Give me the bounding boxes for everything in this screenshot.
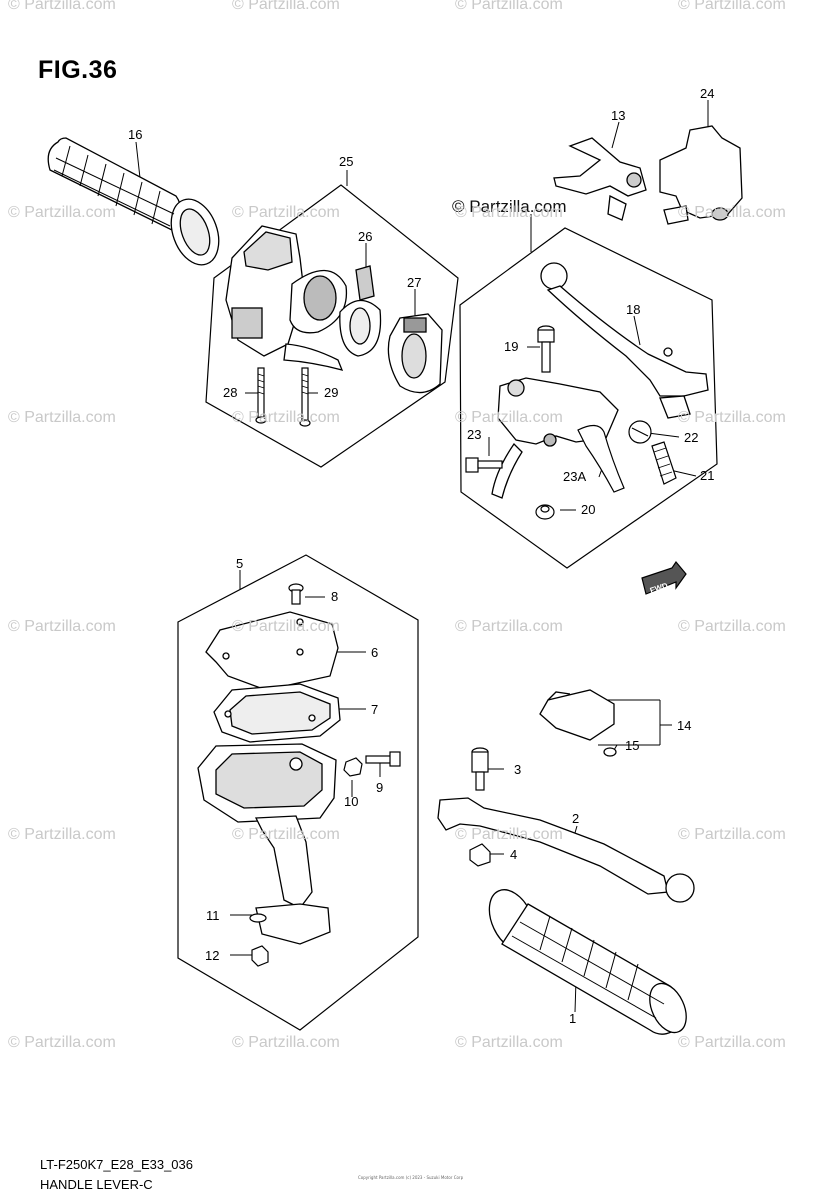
part-20-nut <box>535 504 555 520</box>
part-10-nut <box>343 757 363 777</box>
watermark-text: © Partzilla.com <box>8 204 116 221</box>
watermark-text: © Partzilla.com <box>8 1034 116 1051</box>
part-7-gasket <box>213 683 341 743</box>
watermark-text: © Partzilla.com <box>455 618 563 635</box>
part-13-bracket <box>553 137 647 221</box>
watermark-text: © Partzilla.com <box>678 618 786 635</box>
part-29-screw <box>299 367 311 427</box>
outline-clutch-lever-assembly <box>459 227 718 569</box>
watermark-text: © Partzilla.com <box>232 204 340 221</box>
part-16-grip-left <box>47 137 220 266</box>
assembly-outlines <box>177 184 718 1031</box>
callout-14: 14 <box>677 718 691 733</box>
callout-5: 5 <box>236 556 243 571</box>
copyright-label: © Partzilla.com <box>452 197 567 216</box>
fine-print-1: Copyright <box>358 1175 378 1180</box>
part-3-bolt <box>471 747 489 791</box>
part-6-cover <box>205 611 339 691</box>
watermark-text: © Partzilla.com <box>232 1034 340 1051</box>
part-23-bolt <box>465 457 503 473</box>
callout-3: 3 <box>514 762 521 777</box>
part-19-pivot-bolt <box>537 325 555 373</box>
callout-7: 7 <box>371 702 378 717</box>
part-14-switch <box>539 689 615 741</box>
watermark-text: © Partzilla.com <box>455 409 563 426</box>
callout-21: 21 <box>700 468 714 483</box>
figure-name: HANDLE LEVER-C <box>40 1177 153 1192</box>
part-9-bolt <box>365 751 401 767</box>
callout-27: 27 <box>407 275 421 290</box>
watermark-text: © Partzilla.com <box>455 0 563 13</box>
callout-13: 13 <box>611 108 625 123</box>
part-11-washer <box>249 913 267 923</box>
watermark-text: © Partzilla.com <box>8 618 116 635</box>
callout-29: 29 <box>324 385 338 400</box>
part-22-dust-cover <box>628 420 652 444</box>
part-4-nut <box>469 843 491 867</box>
part-15-screw <box>603 747 617 757</box>
callout-6: 6 <box>371 645 378 660</box>
callout-labels: 1 2 3 4 5 6 7 8 9 10 11 12 13 14 15 16 1… <box>128 86 714 1026</box>
fwd-arrow-icon <box>641 560 687 595</box>
callout-19: 19 <box>504 339 518 354</box>
callout-23: 23 <box>467 427 481 442</box>
part-18-lever <box>540 262 709 419</box>
callout-11: 11 <box>206 908 220 923</box>
watermark-text: © Partzilla.com <box>455 1034 563 1051</box>
part-27-clamp-ring <box>387 313 443 394</box>
part-2-brake-lever <box>437 797 695 903</box>
watermark-text: © Partzilla.com <box>678 204 786 221</box>
watermark-text: © Partzilla.com <box>678 0 786 13</box>
callout-12: 12 <box>205 948 219 963</box>
part-24-lever-bracket <box>659 125 743 225</box>
watermark-text: © Partzilla.com <box>232 826 340 843</box>
fine-print-2: Partzilla.com (c) 2023 - Suzuki Motor Co… <box>378 1175 464 1180</box>
callout-18: 18 <box>626 302 640 317</box>
callout-8: 8 <box>331 589 338 604</box>
callout-1: 1 <box>569 1011 576 1026</box>
part-23a-cable <box>577 424 625 493</box>
figure-code: LT-F250K7_E28_E33_036 <box>40 1157 193 1172</box>
watermark-text: © Partzilla.com <box>232 0 340 13</box>
outline-switch-assembly <box>205 184 459 468</box>
watermark-text: © Partzilla.com <box>232 409 340 426</box>
part-21-adjuster <box>651 441 677 485</box>
watermark-text: © Partzilla.com <box>8 0 116 13</box>
part-26-throttle-cover <box>339 265 382 357</box>
part-8-screw <box>288 583 304 605</box>
watermark-text: © Partzilla.com <box>455 204 563 221</box>
part-1-grip-right <box>488 889 687 1035</box>
watermark-text: © Partzilla.com <box>8 826 116 843</box>
callout-24: 24 <box>700 86 714 101</box>
callout-4: 4 <box>510 847 517 862</box>
callout-25: 25 <box>339 154 353 169</box>
watermark-text: © Partzilla.com <box>678 1034 786 1051</box>
callout-9: 9 <box>376 780 383 795</box>
figure-title: FIG.36 <box>38 56 118 84</box>
callout-15: 15 <box>625 738 639 753</box>
watermark-text: © Partzilla.com <box>232 618 340 635</box>
callout-16: 16 <box>128 127 142 142</box>
callout-26: 26 <box>358 229 372 244</box>
watermark-text: © Partzilla.com <box>455 826 563 843</box>
watermark-text: © Partzilla.com <box>678 409 786 426</box>
fine-print: Copyright Partzilla.com (c) 2023 - Suzuk… <box>358 1175 463 1180</box>
part-12-nut <box>251 945 269 967</box>
part-28-screw <box>255 367 267 424</box>
watermark-text: © Partzilla.com <box>8 409 116 426</box>
callout-28: 28 <box>223 385 237 400</box>
callout-10: 10 <box>344 794 358 809</box>
outline-parking-brake-assembly <box>177 554 419 1031</box>
watermark-text: © Partzilla.com <box>678 826 786 843</box>
callout-23a: 23A <box>563 469 586 484</box>
part-25-switch-assembly <box>225 225 348 371</box>
callout-2: 2 <box>572 811 579 826</box>
callout-22: 22 <box>684 430 698 445</box>
callout-20: 20 <box>581 502 595 517</box>
part-5-housing <box>197 743 337 945</box>
